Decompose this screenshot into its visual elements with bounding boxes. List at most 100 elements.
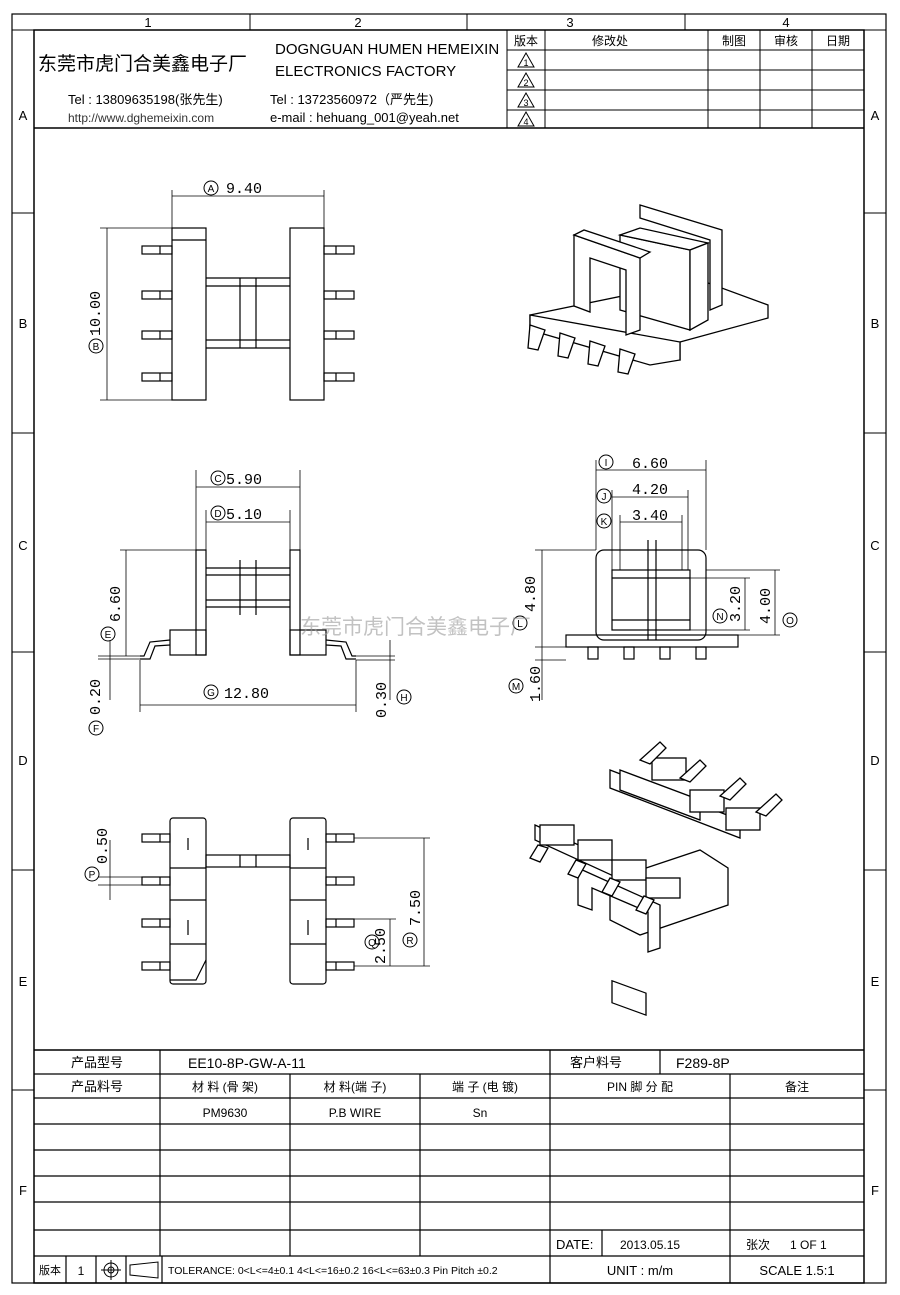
projection-symbol-icon xyxy=(101,1260,159,1280)
dim-d: D 5.10 xyxy=(210,505,262,524)
svg-text:Q: Q xyxy=(368,938,376,949)
rev-triangle-1: 1 xyxy=(517,51,535,68)
unit-text: UNIT : m/m xyxy=(607,1263,673,1278)
svg-text:A: A xyxy=(208,184,215,195)
grid-col-2: 2 xyxy=(354,15,361,30)
svg-text:F: F xyxy=(93,724,99,735)
grid-row-a-right: A xyxy=(871,108,880,123)
rev-header-date: 日期 xyxy=(826,34,850,48)
version-label: 版本 xyxy=(39,1263,61,1277)
col-remark: 备注 xyxy=(785,1079,809,1094)
svg-text:D: D xyxy=(214,509,221,520)
scale-text: SCALE 1.5:1 xyxy=(759,1263,834,1278)
grid-row-e-left: E xyxy=(19,974,28,989)
dim-g: G 12.80 xyxy=(203,684,269,703)
dim-h: H 0.30 xyxy=(374,682,412,718)
company-name-en-1: DOGNGUAN HUMEN HEMEIXIN xyxy=(275,41,499,58)
svg-text:O: O xyxy=(786,616,794,627)
svg-text:C: C xyxy=(214,474,221,485)
svg-text:3: 3 xyxy=(523,98,528,108)
grid-row-b-left: B xyxy=(19,316,28,331)
watermark-text: 东莞市虎门合美鑫电子厂 xyxy=(300,616,531,639)
plating-value: Sn xyxy=(473,1106,488,1120)
svg-text:B: B xyxy=(93,342,100,353)
svg-text:7.50: 7.50 xyxy=(408,890,425,926)
dim-k: K 3.40 xyxy=(596,508,668,529)
col-bobbin-material: 材 料 (骨 架) xyxy=(192,1080,258,1094)
svg-text:1.60: 1.60 xyxy=(528,666,545,702)
svg-text:M: M xyxy=(512,682,520,693)
dim-j: J 4.20 xyxy=(596,482,668,504)
dim-m: M 1.60 xyxy=(508,666,545,702)
rev-triangle-3: 3 xyxy=(517,91,535,108)
grid-col-4: 4 xyxy=(782,15,789,30)
svg-text:4: 4 xyxy=(523,117,528,127)
dim-n: N 3.20 xyxy=(712,586,745,624)
grid-row-c-right: C xyxy=(870,538,879,553)
dim-b: B 10.00 xyxy=(88,291,105,354)
bobbin-material-value: PM9630 xyxy=(203,1106,248,1120)
product-model-label: 产品型号 xyxy=(71,1055,123,1070)
svg-text:P: P xyxy=(89,870,96,881)
rev-header-change: 修改处 xyxy=(592,33,628,48)
svg-text:2.50: 2.50 xyxy=(373,928,390,964)
svg-text:6.60: 6.60 xyxy=(632,456,668,473)
grid-row-f-left: F xyxy=(19,1183,27,1198)
grid-row-a-left: A xyxy=(19,108,28,123)
grid-col-3: 3 xyxy=(566,15,573,30)
tel-1: Tel : 13809635198(张先生) xyxy=(68,92,223,107)
rev-triangle-2: 2 xyxy=(517,71,535,88)
tolerance-text: TOLERANCE: 0<L<=4±0.1 4<L<=16±0.2 16<L<=… xyxy=(168,1265,498,1277)
dim-o: O 4.00 xyxy=(758,588,798,628)
svg-text:0.20: 0.20 xyxy=(88,679,105,715)
dim-i: I 6.60 xyxy=(598,454,668,473)
side-view xyxy=(535,460,780,700)
title-block xyxy=(34,1049,864,1283)
revision-table: 版本 修改处 制图 审核 日期 1 2 3 4 xyxy=(506,30,864,128)
date-label: DATE: xyxy=(556,1237,593,1252)
dim-p: P 0.50 xyxy=(84,828,112,882)
customer-pn-label: 客户料号 xyxy=(570,1055,622,1070)
svg-text:9.40: 9.40 xyxy=(226,181,262,198)
svg-text:5.10: 5.10 xyxy=(226,507,262,524)
dim-c: C 5.90 xyxy=(210,470,262,489)
grid-row-b-right: B xyxy=(871,316,880,331)
inner-border xyxy=(33,29,865,1284)
svg-text:1: 1 xyxy=(523,58,528,68)
svg-text:0.50: 0.50 xyxy=(95,828,112,864)
svg-text:R: R xyxy=(406,936,413,947)
product-model-value: EE10-8P-GW-A-11 xyxy=(188,1055,306,1071)
rev-header-drawn: 制图 xyxy=(722,34,746,48)
svg-text:4.80: 4.80 xyxy=(523,576,540,612)
svg-text:4.20: 4.20 xyxy=(632,482,668,499)
website-link[interactable]: http://www.dghemeixin.com xyxy=(68,111,214,125)
email-link[interactable]: e-mail : hehuang_001@yeah.net xyxy=(270,110,459,125)
iso-view-top xyxy=(527,204,769,375)
grid-row-d-left: D xyxy=(18,753,27,768)
rev-triangle-4: 4 xyxy=(517,110,535,127)
bottom-view xyxy=(98,817,430,985)
dim-r: R 7.50 xyxy=(402,890,425,948)
grid-col-1: 1 xyxy=(144,15,151,30)
tel-2: Tel : 13723560972（严先生) xyxy=(270,92,433,107)
dim-q: Q 2.50 xyxy=(364,928,390,964)
grid-row-c-left: C xyxy=(18,538,27,553)
dim-e: E 6.60 xyxy=(100,586,125,642)
sheet-value: 1 OF 1 xyxy=(790,1238,827,1252)
svg-text:I: I xyxy=(605,458,608,469)
svg-text:G: G xyxy=(207,688,215,699)
svg-text:H: H xyxy=(400,693,407,704)
dim-a: A 9.40 xyxy=(203,180,262,198)
svg-text:6.60: 6.60 xyxy=(108,586,125,622)
outer-border xyxy=(11,13,887,1284)
svg-text:5.90: 5.90 xyxy=(226,472,262,489)
grid-row-e-right: E xyxy=(871,974,880,989)
company-name-cn: 东莞市虎门合美鑫电子厂 xyxy=(38,53,247,75)
company-name-en-2: ELECTRONICS FACTORY xyxy=(275,63,456,80)
svg-text:E: E xyxy=(105,630,112,641)
iso-view-bottom xyxy=(529,741,783,1017)
svg-text:10.00: 10.00 xyxy=(88,291,105,336)
version-value: 1 xyxy=(78,1264,85,1278)
product-pn-label: 产品料号 xyxy=(71,1079,123,1094)
